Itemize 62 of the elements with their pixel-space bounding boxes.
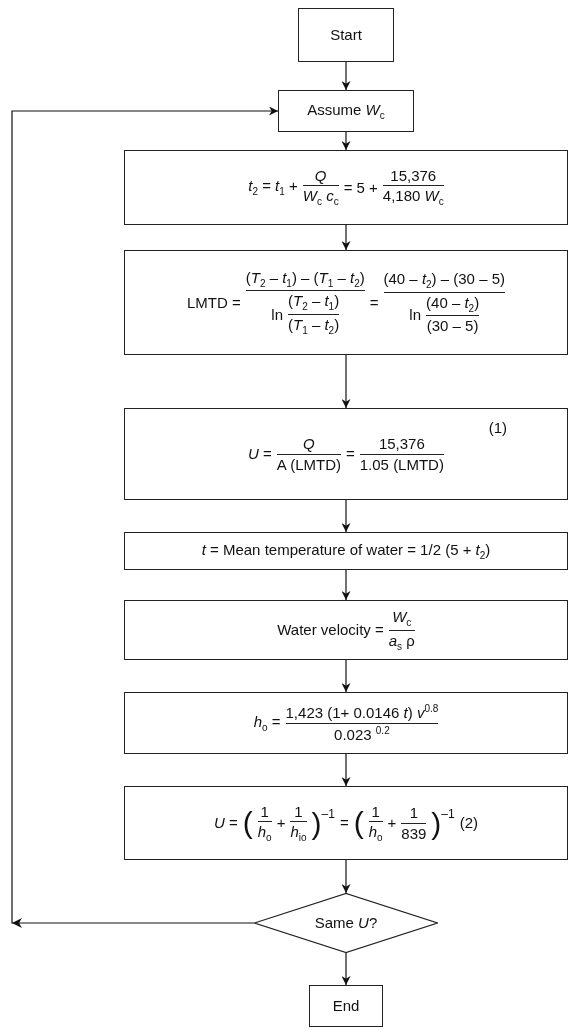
decision-diamond — [254, 893, 438, 953]
formula-text: Same U? — [314, 914, 378, 932]
formula-text: h$_{o}$ = — [253, 712, 281, 734]
process-box — [124, 600, 568, 660]
formula-text: 15,376 — [390, 167, 437, 185]
formula-text: (T$_{1}$ – t$_{2}$) — [288, 315, 340, 337]
parenthesis: )$^{–1}$ — [431, 807, 455, 839]
formula-text: + — [387, 814, 397, 832]
formula-text: a$_{s}$ ρ — [388, 631, 415, 652]
formula-text: h$_{io}$ — [290, 822, 307, 844]
formula-text: 1 — [260, 802, 269, 820]
process-box — [278, 90, 414, 132]
parenthesis: ( — [242, 808, 253, 838]
formula-text: = — [369, 293, 379, 312]
formula-text: U = — [248, 445, 272, 463]
formula-text: 839 — [401, 824, 427, 842]
formula-text: (T$_{2}$ – t$_{1}$) – (T$_{1}$ – t$_{2}$) — [245, 268, 365, 290]
formula-text: (30 – 5) — [426, 317, 479, 335]
parenthesis: ( — [353, 808, 364, 838]
formula-text: + — [276, 814, 286, 832]
process-box — [124, 150, 568, 225]
formula-text: = 5 + — [343, 178, 378, 197]
process-box — [124, 692, 568, 754]
formula-text: ln — [271, 305, 283, 323]
formula-text: Water velocity = — [277, 621, 384, 639]
process-box — [298, 8, 394, 62]
parenthesis: )$^{–1}$ — [311, 807, 335, 839]
formula-text: 0.023 $^{0.2}$ — [334, 724, 390, 743]
formula-text: (40 – t$_{2}$) – (30 – 5) — [383, 270, 505, 291]
process-box — [124, 532, 568, 570]
formula-text: (T$_{2}$ – t$_{1}$) — [288, 292, 340, 313]
formula-text: = — [346, 445, 355, 463]
formula-text: End — [332, 997, 360, 1015]
formula-text: ln — [409, 305, 422, 323]
formula-text: = — [339, 814, 349, 832]
formula-text: Start — [330, 26, 362, 44]
formula-text: Assume W$_{c}$ — [307, 100, 385, 122]
equation-number: (1) — [488, 419, 507, 437]
formula-text: t$_{2}$ = t$_{1}$ + — [248, 177, 298, 198]
equation-number: (2) — [459, 814, 479, 832]
formula-text: W$_{c}$ c$_{c}$ — [302, 187, 339, 208]
formula-text: U = — [213, 814, 238, 832]
formula-text: Q — [303, 435, 315, 453]
formula-text: 1 — [409, 804, 418, 822]
formula-text: 4,180 W$_{c}$ — [382, 187, 444, 208]
process-box — [124, 250, 568, 355]
formula-text: A (LMTD) — [276, 455, 341, 473]
formula-text: 1,423 (1+ 0.0146 t) v$^{0.8}$ — [285, 703, 439, 722]
process-box — [124, 408, 568, 500]
formula-text: h$_{o}$ — [257, 822, 272, 844]
formula-text: 1 — [294, 802, 303, 820]
formula-text: t = Mean temperature of water = 1/2 (5 + t$_{2}$) — [201, 540, 491, 562]
formula-text: LMTD = — [187, 293, 241, 312]
process-box — [124, 786, 568, 860]
process-box — [309, 985, 383, 1027]
formula-text: 15,376 — [378, 435, 425, 453]
formula-text: W$_{c}$ — [392, 608, 412, 629]
formula-text: (40 – t$_{2}$) — [426, 293, 480, 315]
formula-text: 1 — [371, 802, 380, 820]
formula-text: h$_{o}$ — [368, 822, 383, 844]
formula-text: Q — [314, 167, 327, 185]
formula-text: 1.05 (LMTD) — [359, 455, 444, 473]
